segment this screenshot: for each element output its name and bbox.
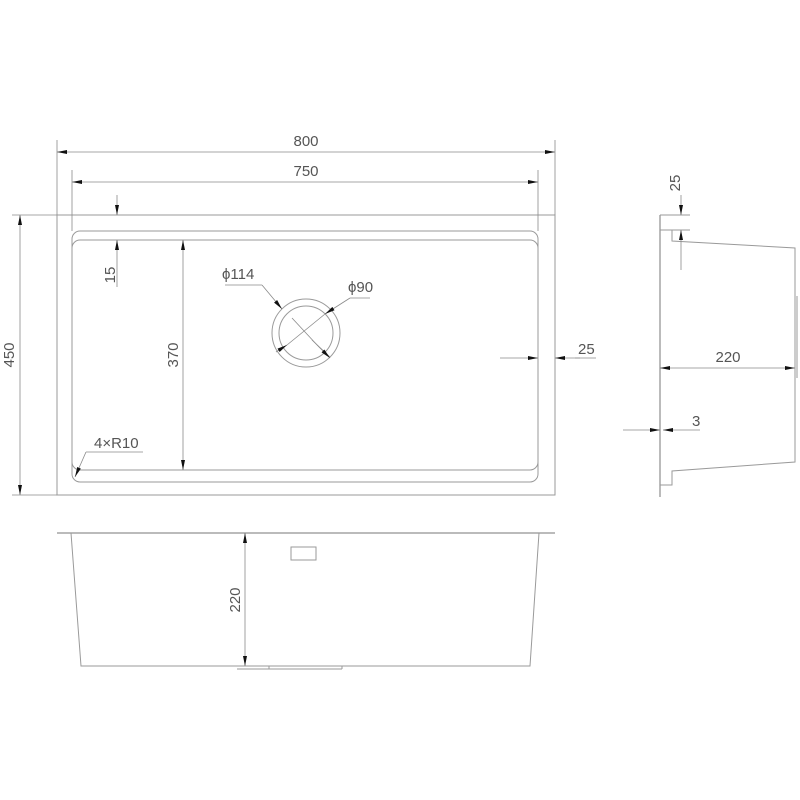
dimension-label-220-side: 220 (715, 349, 740, 366)
front-view: 220 (57, 532, 555, 670)
side-profile (660, 230, 796, 486)
drain-outer-label: ϕ114 (222, 266, 254, 283)
dimension-label-220-front: 220 (227, 587, 244, 612)
overflow-slot (290, 546, 317, 561)
dimension-label-370: 370 (165, 342, 182, 367)
top-view: 800 750 450 15 370 25 4×R10 ϕ114 (1, 133, 596, 496)
bowl-profile (70, 532, 540, 667)
bowl-inner-outline (71, 239, 539, 471)
dimension-label-450: 450 (1, 342, 18, 367)
dimension-label-3: 3 (692, 413, 700, 430)
drain-inner-label: ϕ90 (348, 279, 373, 296)
drain-inner-circle (278, 305, 334, 361)
side-view: 25 220 3 (623, 175, 798, 497)
dimension-label-750: 750 (293, 163, 318, 180)
corner-radius-label: 4×R10 (94, 435, 139, 452)
dimension-label-15: 15 (102, 267, 119, 284)
dimension-label-25-side: 25 (667, 175, 684, 192)
sink-outline (56, 214, 556, 496)
drain-outer-circle (271, 298, 341, 368)
dimension-label-25: 25 (578, 341, 595, 358)
dimension-label-800: 800 (293, 133, 318, 150)
bowl-outline (71, 230, 539, 483)
